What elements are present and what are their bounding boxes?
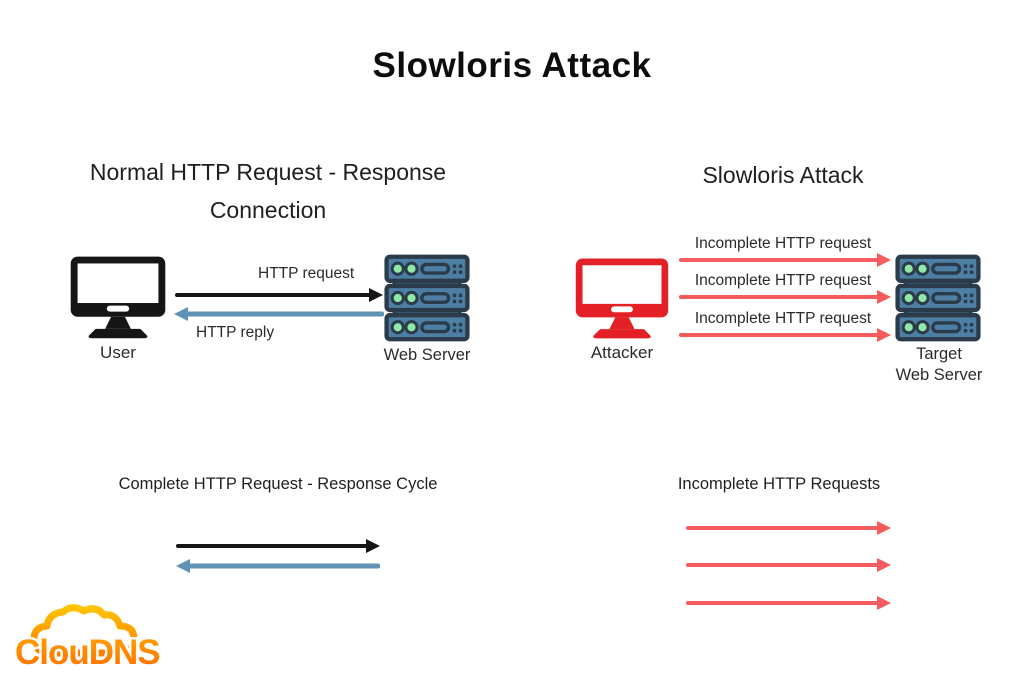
web-server-icon	[384, 253, 470, 343]
http-request-label: HTTP request	[258, 265, 355, 282]
logo-text: ClouDNS	[15, 633, 160, 672]
arrow-head	[877, 253, 891, 267]
target-server-label-line1: Target	[916, 345, 962, 363]
arrow-head	[176, 559, 190, 573]
legend-left-title: Complete HTTP Request - Response Cycle	[118, 475, 438, 493]
target-server-icon	[895, 253, 981, 343]
arrow-head	[877, 558, 891, 572]
legend-incomplete-arrow-3	[686, 595, 891, 611]
arrow-shaft	[686, 563, 881, 567]
arrow-shaft	[686, 526, 881, 530]
legend-incomplete-arrow-2	[686, 557, 891, 573]
left-heading-line1: Normal HTTP Request - Response	[89, 159, 447, 185]
legend-complete-request-arrow	[176, 538, 380, 554]
arrow-shaft	[679, 333, 881, 337]
incomplete-request-label-1: Incomplete HTTP request	[694, 235, 872, 252]
incomplete-request-arrow-3	[679, 327, 891, 343]
cloud-icon	[30, 604, 138, 657]
incomplete-request-label-2: Incomplete HTTP request	[694, 272, 872, 289]
attacker-monitor-icon	[575, 258, 669, 339]
user-label: User	[100, 343, 136, 362]
http-request-arrow	[175, 287, 383, 303]
arrow-head	[369, 288, 383, 302]
arrow-head	[877, 290, 891, 304]
arrow-shaft	[186, 563, 380, 569]
cloudns-logo: ClouDNS	[13, 604, 163, 674]
arrow-shaft	[176, 544, 370, 548]
arrow-shaft	[686, 601, 881, 605]
web-server-label: Web Server	[383, 346, 471, 364]
page-title: Slowloris Attack	[372, 46, 652, 85]
right-section-heading: Slowloris Attack	[702, 162, 864, 188]
legend-incomplete-arrow-1	[686, 520, 891, 536]
arrow-shaft	[184, 311, 384, 317]
legend-right-title: Incomplete HTTP Requests	[677, 475, 881, 493]
legend-complete-reply-arrow	[176, 558, 380, 574]
target-server-label-line2: Web Server	[895, 366, 983, 384]
incomplete-request-label-3: Incomplete HTTP request	[694, 310, 872, 327]
attacker-label: Attacker	[590, 343, 654, 362]
incomplete-request-arrow-2	[679, 289, 891, 305]
http-reply-arrow	[174, 306, 384, 322]
arrow-head	[174, 307, 188, 321]
left-heading-line2: Connection	[209, 197, 327, 223]
arrow-head	[877, 596, 891, 610]
http-reply-label: HTTP reply	[196, 324, 275, 341]
incomplete-request-arrow-1	[679, 252, 891, 268]
arrow-head	[877, 328, 891, 342]
arrow-head	[366, 539, 380, 553]
arrow-shaft	[175, 293, 373, 297]
target-server-label: Target Web Server	[896, 344, 983, 386]
arrow-shaft	[679, 258, 881, 262]
user-monitor-icon	[70, 256, 166, 339]
arrow-head	[877, 521, 891, 535]
left-section-heading: Normal HTTP Request - Response Connectio…	[90, 153, 446, 229]
arrow-shaft	[679, 295, 881, 299]
